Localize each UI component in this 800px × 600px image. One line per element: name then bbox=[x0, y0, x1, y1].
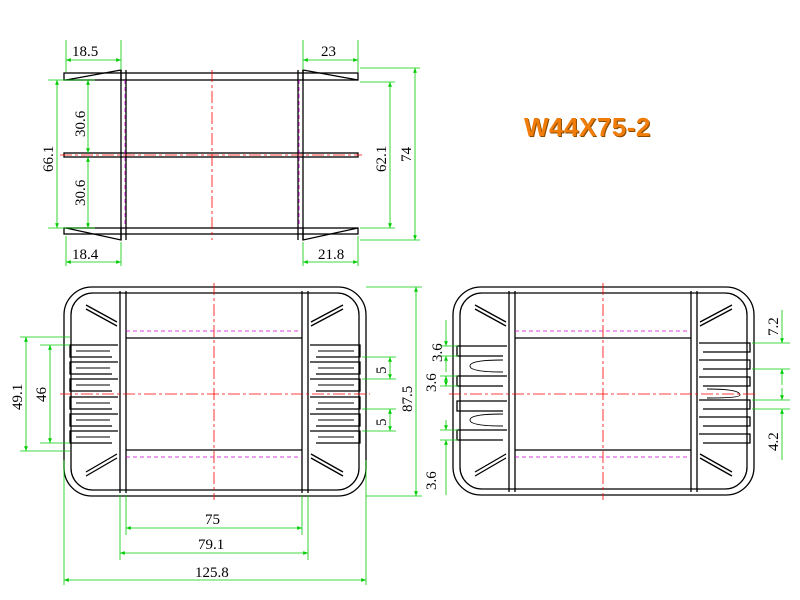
front-view-outline bbox=[63, 286, 367, 497]
dim-side-left-middle: 3.6 bbox=[424, 373, 440, 392]
top-view-dimension-labels: 18.5 23 18.4 21.8 30.6 30.6 66.1 62.1 74 bbox=[41, 44, 415, 263]
side-view bbox=[449, 283, 758, 500]
dim-flange-right-width: 23 bbox=[321, 44, 336, 60]
dim-overall-width: 125.8 bbox=[195, 565, 229, 581]
top-view bbox=[60, 69, 362, 241]
dim-left-outer-height: 49.1 bbox=[10, 384, 26, 410]
dim-lower-height: 30.6 bbox=[73, 179, 89, 206]
dim-upper-height: 30.6 bbox=[73, 110, 89, 137]
dim-overall-left-height: 66.1 bbox=[41, 146, 57, 172]
top-view-dimensions bbox=[48, 40, 420, 266]
top-view-centerline bbox=[60, 70, 362, 240]
drawing-title: W44X75-2 bbox=[524, 112, 651, 142]
dim-side-left-lower: 3.6 bbox=[424, 471, 440, 490]
front-view-dimension-labels: 49.1 46 5 5 87.5 75 79.1 125.8 bbox=[10, 367, 416, 582]
dim-left-inner-height: 46 bbox=[34, 387, 50, 403]
dim-slot-gap-lower: 5 bbox=[374, 419, 390, 427]
dim-window-width: 79.1 bbox=[198, 537, 224, 553]
side-view-centerlines bbox=[449, 283, 758, 500]
side-view-dimensions bbox=[440, 310, 790, 495]
top-view-hidden-lines bbox=[124, 80, 300, 228]
front-view-dimensions bbox=[20, 286, 422, 585]
dim-core-width: 75 bbox=[205, 512, 220, 528]
dim-bottom-right-width: 21.8 bbox=[318, 247, 344, 263]
dim-inner-right-height: 62.1 bbox=[374, 146, 390, 172]
front-view-centerlines bbox=[60, 283, 370, 500]
side-view-dimension-labels: 3.6 3.6 3.6 7.2 4.2 bbox=[424, 317, 782, 490]
dim-overall-height: 87.5 bbox=[400, 386, 416, 412]
side-view-outline bbox=[452, 286, 755, 496]
dim-overall-right-height: 74 bbox=[399, 147, 415, 163]
dim-flange-left-width: 18.5 bbox=[72, 44, 98, 60]
dim-slot-gap-upper: 5 bbox=[374, 367, 390, 375]
dim-side-right-upper: 7.2 bbox=[766, 317, 782, 336]
front-view bbox=[60, 283, 370, 500]
dim-side-left-upper: 3.6 bbox=[430, 343, 446, 362]
dim-bottom-left-width: 18.4 bbox=[72, 247, 99, 263]
dim-side-right-lower: 4.2 bbox=[766, 432, 782, 451]
